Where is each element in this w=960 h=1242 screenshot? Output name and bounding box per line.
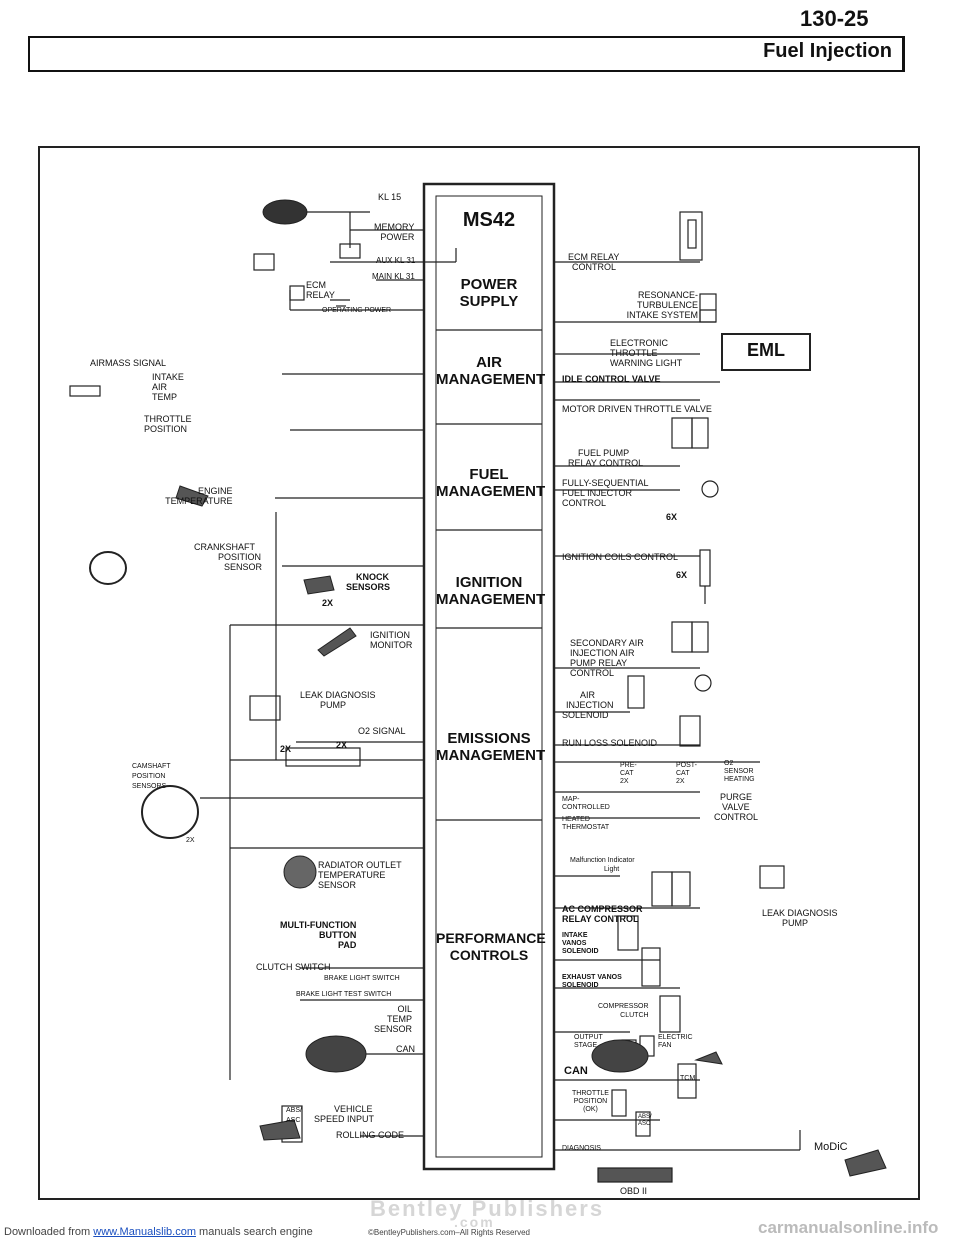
aux-kl31-label: AUX KL 31 <box>376 256 416 265</box>
ecm-box <box>422 182 556 1171</box>
footer-copyright: ©BentleyPublishers.com–All Rights Reserv… <box>368 1228 530 1237</box>
motor-throttle-label: MOTOR DRIVEN THROTTLE VALVE <box>562 404 712 414</box>
idle-control-label: IDLE CONTROL VALVE <box>562 374 661 384</box>
section-title: Fuel Injection <box>763 40 892 62</box>
brake-light-test-label: BRAKE LIGHT TEST SWITCH <box>296 991 392 998</box>
injector-qty-label: 6X <box>666 512 678 522</box>
cam-qty-label: 2X <box>186 837 195 844</box>
coil-qty-label: 6X <box>676 570 688 580</box>
right-can-label: CAN <box>564 1065 588 1077</box>
modic-label: MoDiC <box>814 1141 848 1153</box>
key-icon <box>262 199 308 225</box>
operating-power-label: OPERATING POWER <box>322 307 392 314</box>
watermark-suffix: .com <box>454 1214 495 1230</box>
watermark: Bentley Publishers <box>370 1196 605 1221</box>
airmass-signal-label: AIRMASS SIGNAL <box>90 358 167 368</box>
brake-light-switch-label: BRAKE LIGHT SWITCH <box>324 975 400 982</box>
o2-qty-a-label: 2X <box>280 744 292 754</box>
tcm-label: TCM <box>680 1075 696 1082</box>
left-can-label: CAN <box>396 1044 416 1054</box>
ignition-coils-label: IGNITION COILS CONTROL <box>562 552 679 562</box>
manualslib-link[interactable]: www.Manualslib.com <box>93 1226 196 1238</box>
main-kl31-label: MAIN KL 31 <box>372 272 415 281</box>
footer-right: carmanualsonline.info <box>758 1218 939 1237</box>
obd-label: OBD II <box>620 1186 648 1196</box>
clutch-switch-label: CLUTCH SWITCH <box>256 962 331 972</box>
o2-signal-label: O2 SIGNAL <box>358 726 406 736</box>
right-abs-asc-label: ABS/ASC <box>638 1114 652 1127</box>
footer-left: Downloaded from www.Manualslib.com manua… <box>4 1226 313 1238</box>
kl15-label: KL 15 <box>378 192 402 202</box>
left-abs-asc-label: ABS/ASC <box>286 1107 302 1124</box>
section-header-bar: Fuel Injection <box>28 36 905 72</box>
diagnosis-label: DIAGNOSIS <box>562 1145 601 1152</box>
eml-label: EML <box>747 340 785 360</box>
run-loss-label: RUN LOSS SOLENOID <box>562 738 658 748</box>
o2-qty-b-label: 2X <box>336 740 348 750</box>
diagram-frame <box>38 146 920 1200</box>
ecm-name: MS42 <box>462 209 516 231</box>
map-controlled-label: MAP-CONTROLLED <box>562 796 610 811</box>
rolling-code-label: ROLLING CODE <box>336 1130 405 1140</box>
page-number: 130-25 <box>800 6 869 31</box>
knock-qty-label: 2X <box>322 598 334 608</box>
